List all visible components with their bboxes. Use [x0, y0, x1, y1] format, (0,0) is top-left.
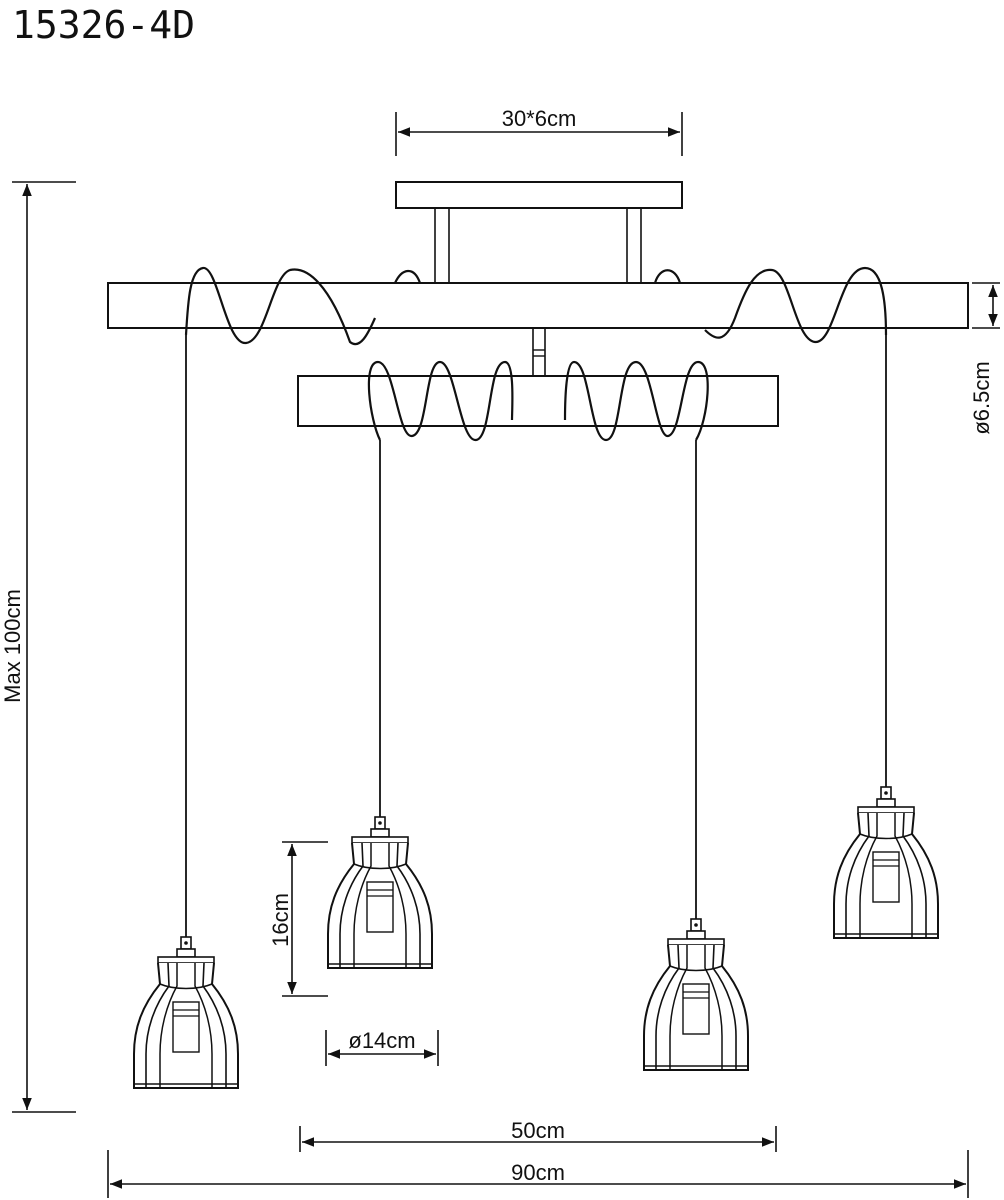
pendant-shade-3 [643, 918, 749, 1071]
dimension-shade-height: 16cm [268, 841, 328, 997]
pendant-shade-1 [133, 936, 239, 1089]
pendant-shade-4 [833, 786, 939, 939]
dimension-canopy: 30*6cm [395, 106, 683, 156]
dimension-inner-bar-width: 50cm [299, 1118, 777, 1152]
inner-beam-cable-coils [367, 360, 709, 442]
shade-diameter-label: ø14cm [348, 1028, 415, 1053]
pendant-shade-2 [327, 816, 433, 969]
dimension-outer-bar-width: 90cm [107, 1150, 969, 1198]
dimension-bar-diameter: ø6.5cm [969, 282, 1000, 435]
canopy-dimension-label: 30*6cm [502, 106, 577, 131]
outer-beam-cable-coils [184, 266, 888, 346]
suspension-wires [185, 335, 887, 946]
inner-beam [297, 375, 779, 427]
product-code: 15326-4D [12, 3, 195, 47]
center-connector [532, 327, 546, 377]
ceiling-canopy [395, 181, 683, 283]
max-height-label: Max 100cm [0, 589, 25, 703]
inner-bar-width-label: 50cm [511, 1118, 565, 1143]
bar-diameter-label: ø6.5cm [969, 361, 994, 434]
dimension-shade-diameter: ø14cm [325, 1028, 439, 1066]
shade-height-label: 16cm [268, 893, 293, 947]
outer-bar-width-label: 90cm [511, 1160, 565, 1185]
dimension-max-height: Max 100cm [0, 181, 76, 1113]
